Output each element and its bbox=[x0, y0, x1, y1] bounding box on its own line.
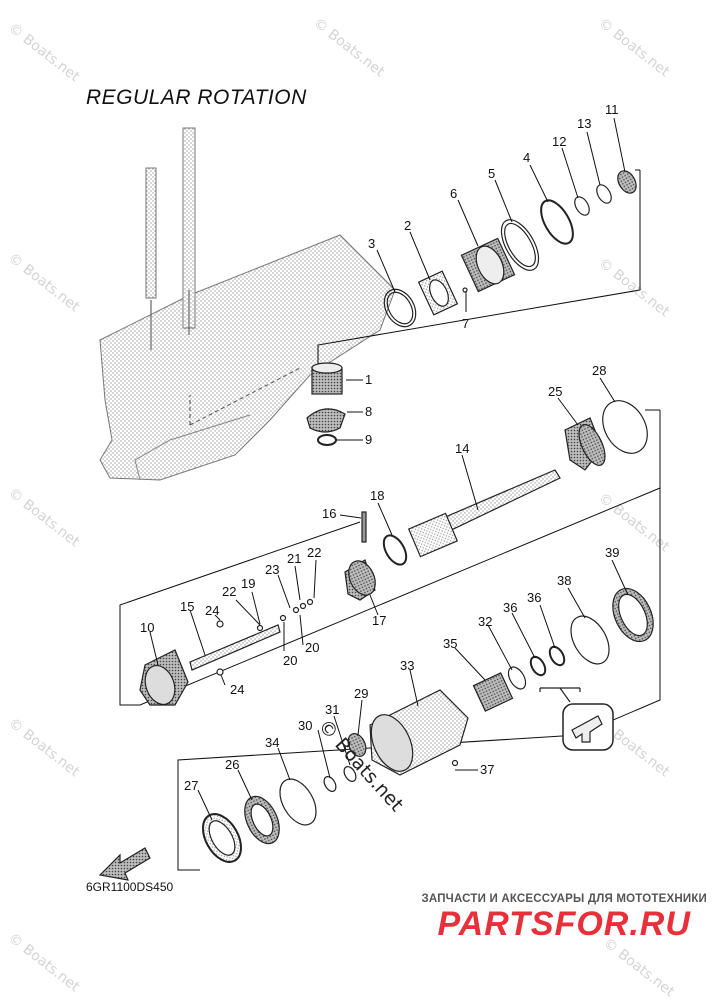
callout-17: 17 bbox=[372, 613, 386, 628]
callout-21: 21 bbox=[287, 551, 301, 566]
callout-29: 29 bbox=[354, 686, 368, 701]
leader-lines bbox=[149, 117, 629, 821]
callout-15: 15 bbox=[180, 599, 194, 614]
middle-parts bbox=[139, 400, 648, 706]
callout-36-right: 36 bbox=[527, 590, 541, 605]
brand-tagline: ЗАПЧАСТИ И АКСЕССУАРЫ ДЛЯ МОТОТЕХНИКИ bbox=[421, 893, 707, 905]
callout-34: 34 bbox=[265, 735, 279, 750]
callout-13: 13 bbox=[577, 116, 591, 131]
callout-11: 11 bbox=[605, 102, 619, 117]
callout-26: 26 bbox=[225, 757, 239, 772]
callout-3: 3 bbox=[368, 236, 375, 251]
upper-parts bbox=[306, 170, 637, 446]
callout-16: 16 bbox=[322, 506, 336, 521]
callout-27: 27 bbox=[184, 778, 198, 793]
callout-8: 8 bbox=[365, 404, 372, 419]
callout-10: 10 bbox=[140, 620, 154, 635]
callout-32: 32 bbox=[478, 614, 492, 629]
callout-25: 25 bbox=[548, 384, 562, 399]
callout-7: 7 bbox=[462, 316, 469, 331]
gear-case-housing bbox=[99, 127, 396, 481]
callout-20-left: 20 bbox=[283, 653, 297, 668]
callout-36-left: 36 bbox=[503, 600, 517, 615]
callout-33: 33 bbox=[400, 658, 414, 673]
callout-6: 6 bbox=[450, 186, 457, 201]
callout-28: 28 bbox=[592, 363, 606, 378]
callout-22-left: 22 bbox=[222, 584, 236, 599]
callout-37: 37 bbox=[480, 762, 494, 777]
callout-12: 12 bbox=[552, 134, 566, 149]
callout-labels: 3 2 6 5 4 12 13 11 7 1 8 9 28 25 14 18 1… bbox=[140, 102, 619, 793]
callout-20-right: 20 bbox=[305, 640, 319, 655]
callout-22-top: 22 bbox=[307, 545, 321, 560]
callout-5: 5 bbox=[488, 166, 495, 181]
callout-9: 9 bbox=[365, 432, 372, 447]
callout-4: 4 bbox=[523, 150, 530, 165]
callout-30: 30 bbox=[298, 718, 312, 733]
diagram-title: REGULAR ROTATION bbox=[86, 86, 307, 109]
callout-24-top: 24 bbox=[205, 603, 219, 618]
callout-18: 18 bbox=[370, 488, 384, 503]
callout-39: 39 bbox=[605, 545, 619, 560]
diagram-code: 6GR1100DS450 bbox=[86, 880, 174, 894]
callout-35: 35 bbox=[443, 636, 457, 651]
callout-2: 2 bbox=[404, 218, 411, 233]
callout-23: 23 bbox=[265, 562, 279, 577]
callout-31: 31 bbox=[325, 702, 339, 717]
callout-1: 1 bbox=[365, 372, 372, 387]
callout-14: 14 bbox=[455, 441, 469, 456]
brand-logo-block: ЗАПЧАСТИ И АКСЕССУАРЫ ДЛЯ МОТОТЕХНИКИ PA… bbox=[421, 893, 707, 943]
callout-38: 38 bbox=[557, 573, 571, 588]
callout-24-bottom: 24 bbox=[230, 682, 244, 697]
brand-logo: PARTSFOR.RU bbox=[437, 905, 691, 943]
lower-parts bbox=[98, 587, 654, 881]
callout-19: 19 bbox=[241, 576, 255, 591]
